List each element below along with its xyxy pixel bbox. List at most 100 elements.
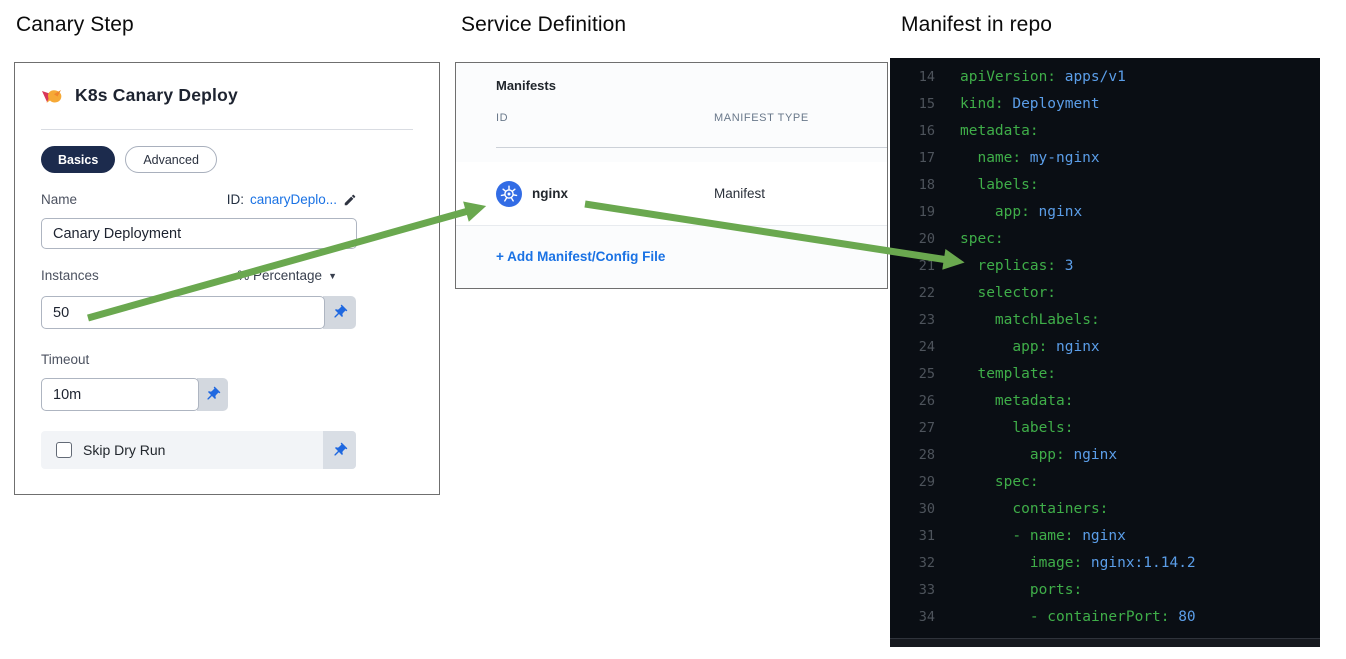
column-id: ID	[496, 112, 509, 124]
yaml-value: apps/v1	[1064, 68, 1126, 85]
instances-unit-value: % Percentage	[237, 268, 323, 283]
code-line: 32 image:nginx:1.14.2	[890, 549, 1320, 576]
service-definition-panel: Manifests ID MANIFEST TYPE	[455, 62, 888, 289]
code-line: 16 metadata:	[890, 117, 1320, 144]
line-number: 32	[918, 554, 935, 571]
skip-dry-run-label: Skip Dry Run	[83, 442, 166, 458]
instances-label: Instances	[41, 268, 99, 283]
canary-step-panel: K8s Canary Deploy Basics Advanced Name I…	[14, 62, 440, 495]
yaml-value: nginx:1.14.2	[1090, 554, 1196, 571]
line-number: 33	[918, 581, 935, 598]
code-line: 30 containers:	[890, 495, 1320, 522]
edit-pencil-icon[interactable]	[343, 193, 357, 207]
instances-field-group: 50	[41, 296, 356, 329]
instances-unit-dropdown[interactable]: % Percentage ▼	[237, 268, 337, 283]
step-card-header: K8s Canary Deploy	[41, 85, 238, 106]
line-number: 21	[918, 257, 935, 274]
yaml-key: spec:	[960, 473, 1039, 490]
instances-input[interactable]: 50	[41, 296, 325, 329]
name-label: Name	[41, 192, 78, 207]
code-line: 14 apiVersion: apps/v1	[890, 63, 1320, 90]
step-title: K8s Canary Deploy	[75, 85, 238, 105]
line-number: 30	[918, 500, 935, 517]
code-line: 26 metadata:	[890, 387, 1320, 414]
manifest-in-repo-heading: Manifest in repo	[901, 13, 1053, 36]
code-line: 23 matchLabels:	[890, 306, 1320, 333]
manifest-table-header: ID MANIFEST TYPE	[496, 112, 887, 124]
name-row: Name ID: canaryDeplo...	[41, 192, 357, 207]
yaml-key: replicas:	[960, 257, 1057, 274]
name-input[interactable]: Canary Deployment	[41, 218, 357, 249]
timeout-input[interactable]: 10m	[41, 378, 199, 411]
line-number: 14	[918, 68, 935, 85]
line-number: 31	[918, 527, 935, 544]
tab-advanced[interactable]: Advanced	[125, 146, 217, 173]
code-line: 25 template:	[890, 360, 1320, 387]
pin-icon	[327, 300, 351, 324]
line-number: 34	[918, 608, 935, 625]
yaml-key: template:	[960, 365, 1057, 382]
line-number: 22	[918, 284, 935, 301]
timeout-label: Timeout	[41, 352, 90, 367]
pin-icon	[327, 438, 351, 462]
code-line: 31 - name:nginx	[890, 522, 1320, 549]
yaml-key: matchLabels:	[960, 311, 1100, 328]
instances-pin-button[interactable]	[323, 296, 356, 329]
yaml-value: my-nginx	[1029, 149, 1100, 166]
line-number: 15	[918, 95, 935, 112]
code-line: 17 name:my-nginx	[890, 144, 1320, 171]
yaml-key: labels:	[960, 419, 1074, 436]
line-number: 26	[918, 392, 935, 409]
yaml-value: nginx	[1056, 338, 1100, 355]
yaml-key: metadata:	[960, 122, 1039, 139]
line-number: 28	[918, 446, 935, 463]
pin-icon	[200, 382, 224, 406]
id-value-link[interactable]: canaryDeplo...	[249, 192, 337, 207]
line-number: 24	[918, 338, 935, 355]
canary-step-heading: Canary Step	[16, 13, 134, 36]
yaml-key: kind:	[960, 95, 1004, 112]
code-line-replicas: 21 replicas: 3	[890, 252, 1320, 279]
yaml-value: 80	[1178, 608, 1196, 625]
yaml-key: - containerPort:	[960, 608, 1170, 625]
yaml-key: app:	[960, 446, 1065, 463]
skip-dry-run-row: Skip Dry Run	[41, 431, 356, 469]
service-definition-heading: Service Definition	[461, 13, 627, 36]
yaml-key: labels:	[960, 176, 1039, 193]
column-manifest-type: MANIFEST TYPE	[714, 112, 809, 124]
tab-basics[interactable]: Basics	[41, 146, 116, 173]
line-number: 16	[918, 122, 935, 139]
editor-footer-bar	[890, 638, 1320, 647]
line-number: 18	[918, 176, 935, 193]
yaml-key: ports:	[960, 581, 1083, 598]
line-number: 25	[918, 365, 935, 382]
yaml-key: containers:	[960, 500, 1109, 517]
yaml-key: name:	[960, 149, 1022, 166]
yaml-value: nginx	[1073, 446, 1118, 463]
manifest-id: nginx	[532, 186, 568, 201]
add-manifest-link[interactable]: + Add Manifest/Config File	[496, 249, 666, 264]
yaml-key: apiVersion:	[960, 68, 1057, 85]
code-line: 27 labels:	[890, 414, 1320, 441]
line-number: 20	[918, 230, 935, 247]
skip-dry-run-checkbox[interactable]	[56, 442, 72, 458]
chevron-down-icon: ▼	[328, 270, 337, 281]
yaml-key: selector:	[960, 284, 1057, 301]
divider	[41, 129, 413, 130]
manifests-title: Manifests	[496, 78, 556, 93]
yaml-value: 3	[1064, 257, 1074, 274]
step-tabs: Basics Advanced	[41, 146, 217, 173]
yaml-value: nginx	[1082, 527, 1126, 544]
kubernetes-icon	[496, 180, 522, 207]
timeout-pin-button[interactable]	[197, 378, 228, 411]
code-line: 19 app:nginx	[890, 198, 1320, 225]
timeout-field-group: 10m	[41, 378, 228, 411]
yaml-key: spec:	[960, 230, 1004, 247]
code-line: 18 labels:	[890, 171, 1320, 198]
line-number: 27	[918, 419, 935, 436]
skip-dry-run-pin-button[interactable]	[323, 431, 356, 469]
manifest-row-nginx[interactable]: nginx Manifest	[456, 162, 887, 226]
